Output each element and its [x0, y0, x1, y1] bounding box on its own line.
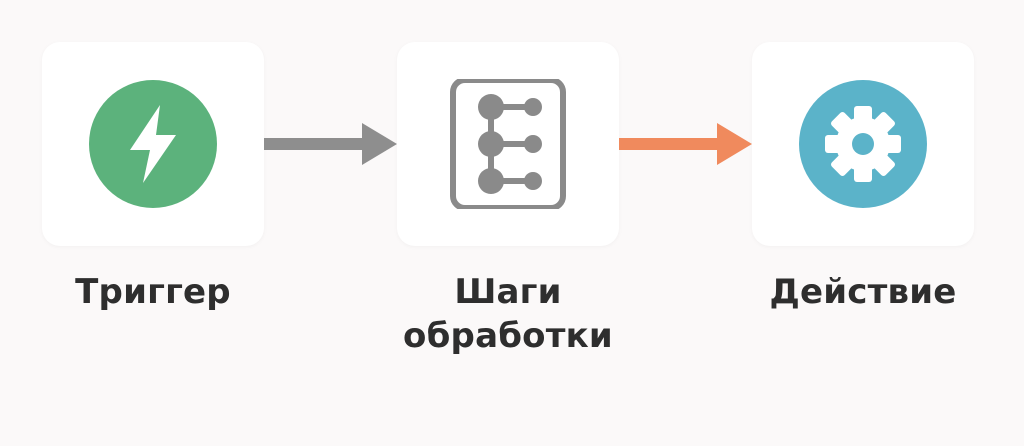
gear-icon — [798, 79, 928, 209]
trigger-label: Триггер — [3, 270, 303, 314]
branch-nodes-icon — [443, 79, 573, 209]
connector-arrow-steps-to-action — [619, 121, 754, 167]
processing-steps-card — [397, 42, 619, 246]
action-label: Действие — [713, 270, 1013, 314]
processing-steps-label-line-2: обработки — [403, 316, 613, 356]
lightning-bolt-icon — [88, 79, 218, 209]
processing-steps-label: Шаги обработки — [358, 270, 658, 358]
action-card — [752, 42, 974, 246]
connector-arrow-trigger-to-steps — [264, 121, 399, 167]
trigger-label-line: Триггер — [75, 272, 231, 312]
action-label-line: Действие — [769, 272, 957, 312]
processing-steps-label-line-1: Шаги — [454, 272, 562, 312]
trigger-card — [42, 42, 264, 246]
